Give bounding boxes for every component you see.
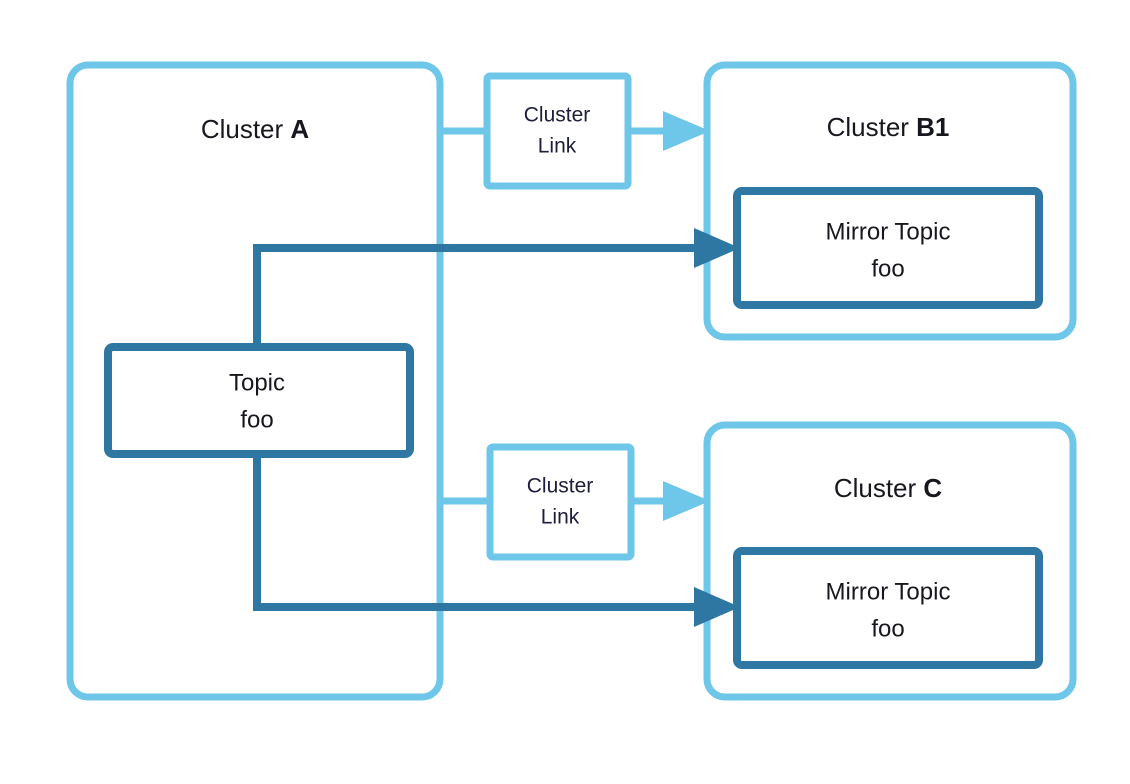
cluster-c-title-prefix: Cluster [834, 473, 924, 503]
cluster-link-c-connector [440, 481, 710, 521]
cluster-link-c-label-line1: Cluster [527, 475, 594, 498]
source-topic-label-line1: Topic [229, 369, 285, 396]
mirror-topic-c-box[interactable] [733, 547, 1043, 669]
cluster-a-title-prefix: Cluster [201, 114, 291, 144]
cluster-link-b1-label-line1: Cluster [524, 104, 591, 127]
cluster-link-c-label-line2: Link [541, 506, 580, 529]
mirror-topic-b1-box[interactable] [733, 187, 1043, 309]
mirror-flow-c [253, 400, 740, 627]
mirror-topic-c-label-line1: Mirror Topic [826, 578, 951, 605]
mirror-topic-b1-label-line2: foo [871, 255, 904, 282]
cluster-c-title: Cluster C [834, 473, 943, 503]
cluster-link-b1-connector [440, 111, 710, 151]
mirror-topic-c-label-line2: foo [871, 615, 904, 642]
source-topic-box[interactable] [104, 343, 414, 458]
cluster-link-b1-label-line2: Link [538, 135, 577, 158]
cluster-a-title: Cluster A [201, 114, 310, 144]
cluster-link-c-box[interactable] [486, 443, 635, 561]
mirror-topic-b1-label-line1: Mirror Topic [826, 218, 951, 245]
source-topic-label-line2: foo [240, 406, 273, 433]
cluster-b1-title-bold: B1 [916, 112, 949, 142]
cluster-c-title-bold: C [923, 473, 942, 503]
cluster-b1-title-prefix: Cluster [827, 112, 917, 142]
cluster-b1-title: Cluster B1 [827, 112, 950, 142]
cluster-link-b1-box[interactable] [483, 72, 632, 190]
cluster-a-title-bold: A [290, 114, 309, 144]
